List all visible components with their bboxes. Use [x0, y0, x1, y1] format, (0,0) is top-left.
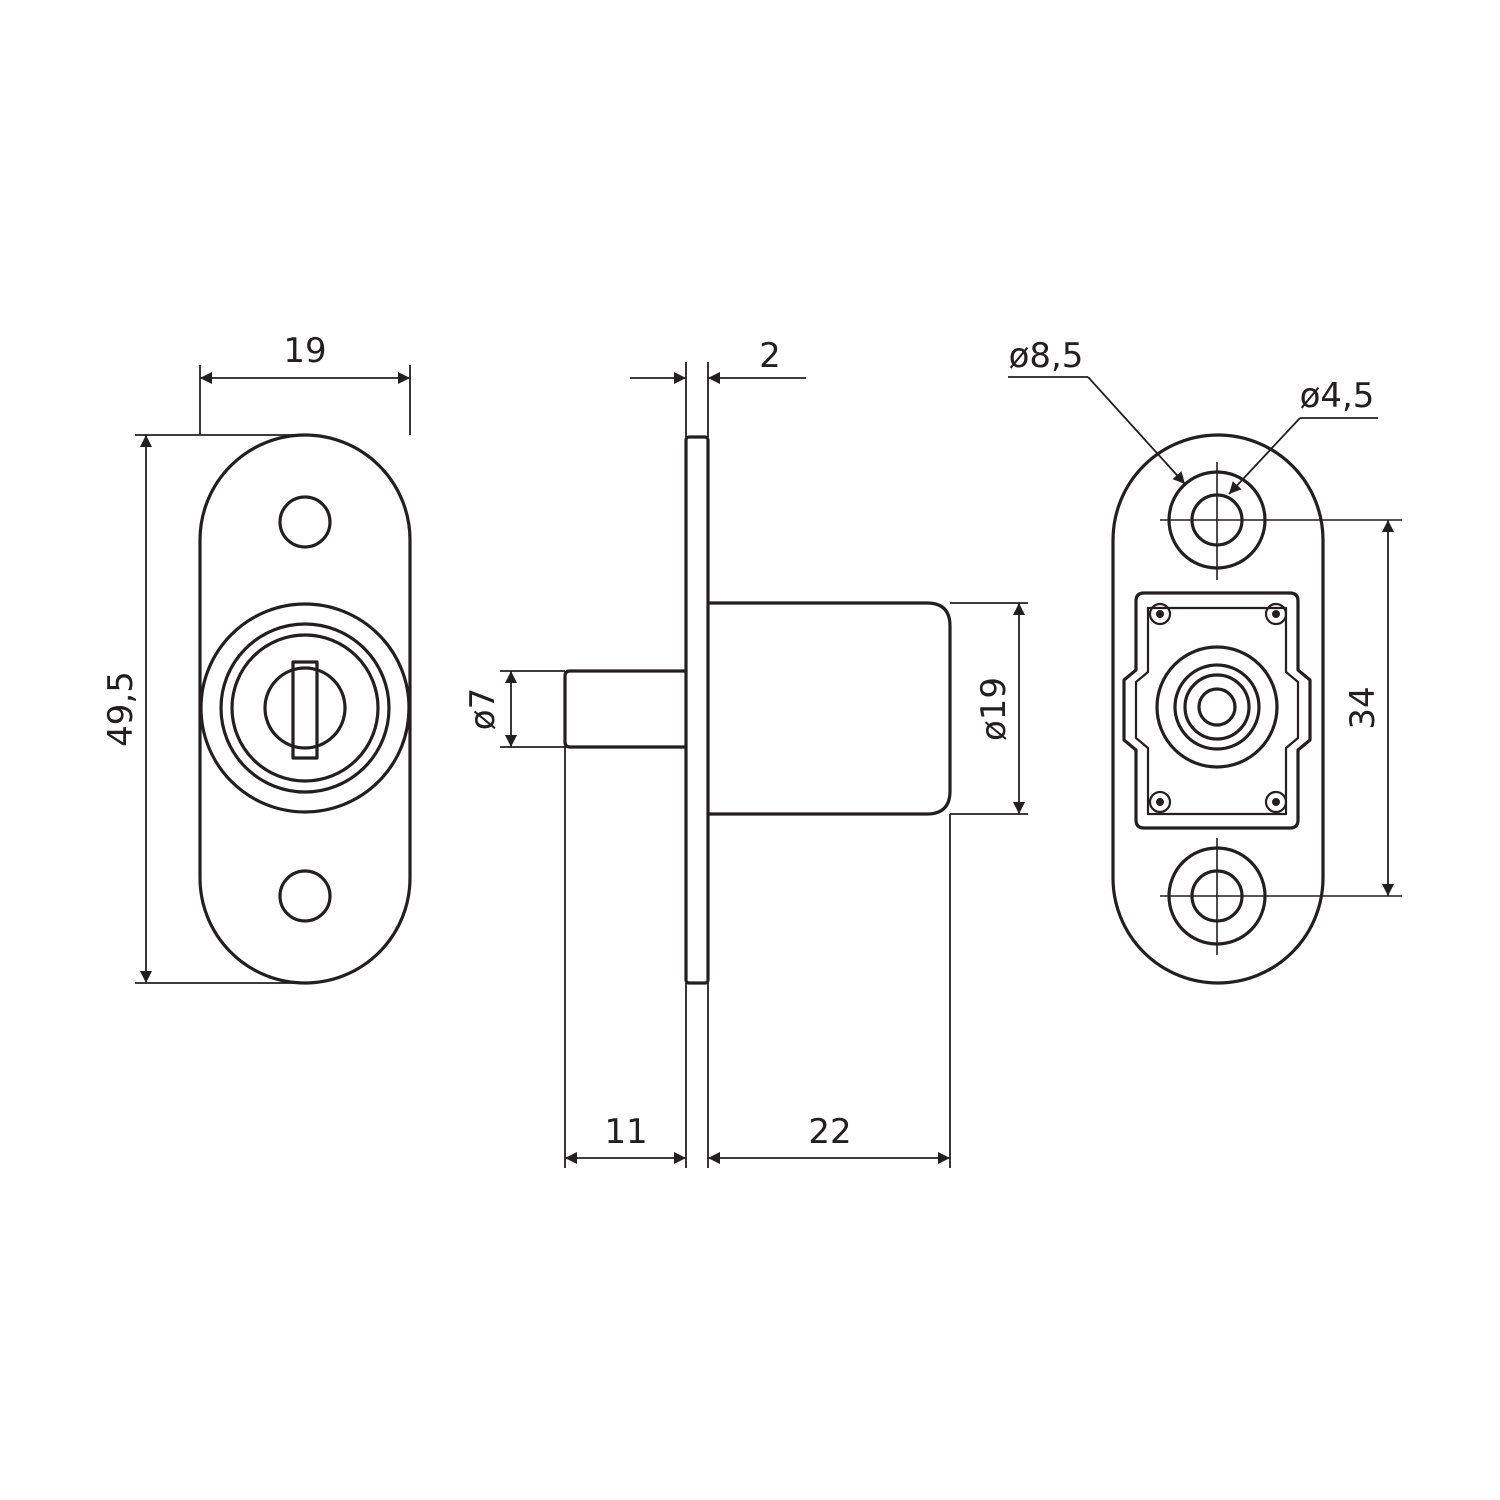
- counterbore-diameter-label: ø8,5: [1009, 336, 1084, 376]
- hole-diameter-label: ø4,5: [1300, 376, 1375, 416]
- body-length-dimension: 22: [708, 1112, 950, 1164]
- plate-thickness-dimension: 2: [630, 336, 806, 384]
- back-top-screw-hole: [1160, 462, 1402, 580]
- pin-diameter-dimension: ø7: [463, 670, 565, 748]
- side-pin: [563, 669, 688, 749]
- counterbore-diameter-dimension: ø8,5: [1008, 336, 1186, 485]
- front-width-label: 19: [283, 331, 326, 371]
- front-width-dimension: 19: [199, 331, 411, 435]
- mechanism-plate: [1122, 591, 1312, 830]
- back-view: ø8,5 ø4,5 34: [1008, 336, 1402, 985]
- side-faceplate: [684, 435, 710, 985]
- front-height-dimension: 49,5: [101, 434, 305, 984]
- front-bottom-screw-hole: [278, 869, 332, 923]
- hole-spacing-label: 34: [1343, 686, 1383, 729]
- front-height-label: 49,5: [101, 671, 141, 747]
- back-bottom-screw-hole: [1160, 838, 1402, 955]
- lock-cylinder: [199, 602, 411, 814]
- hole-diameter-dimension: ø4,5: [1228, 376, 1378, 495]
- front-top-screw-hole: [278, 495, 332, 549]
- pin-diameter-label: ø7: [463, 688, 503, 730]
- pin-length-label: 11: [604, 1112, 647, 1152]
- mechanism-rivets: [1148, 602, 1288, 814]
- body-diameter-label: ø19: [974, 677, 1014, 741]
- side-lock-body: [706, 601, 952, 816]
- hole-spacing-dimension: 34: [1343, 520, 1394, 896]
- side-view: 2 ø7 ø19 11 22: [463, 336, 1028, 1168]
- pin-length-dimension: 11: [565, 1112, 686, 1164]
- body-diameter-dimension: ø19: [950, 602, 1028, 815]
- back-faceplate: [1111, 433, 1325, 985]
- key-slot: [291, 660, 319, 760]
- front-view: 19 49,5: [101, 331, 412, 985]
- back-cylinder: [1155, 645, 1279, 769]
- plate-thickness-label: 2: [759, 336, 781, 376]
- body-length-label: 22: [808, 1112, 851, 1152]
